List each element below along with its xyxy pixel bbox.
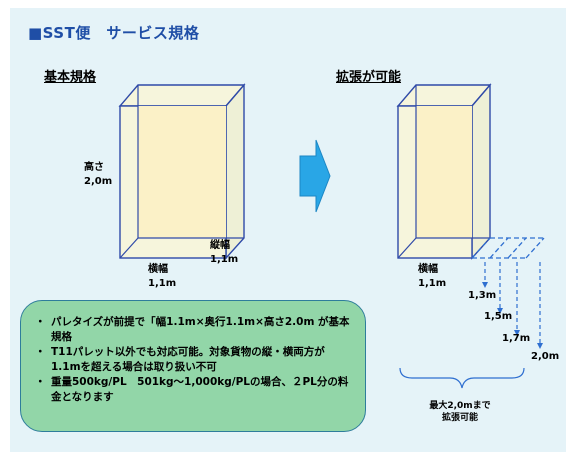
width-label: 横幅 xyxy=(148,264,168,275)
step-label-1: 1,3m xyxy=(468,290,497,301)
right-arrow-icon xyxy=(299,139,331,213)
max-note-line2: 拡張可能 xyxy=(441,412,478,423)
depth-value: 1,1m xyxy=(210,254,239,265)
max-note-line1: 最大2,0mまで xyxy=(429,401,491,411)
basic-spec-heading: 基本規格 xyxy=(44,70,97,85)
expansion-dashes xyxy=(471,237,545,259)
note-item-3: 重量500kg/PL 501kg～1,000kg/PLの場合、２PL分の料金とな… xyxy=(35,375,351,405)
note-item-1: パレタイズが前提で「幅1.1m×奥行1.1m×高さ2.0m が基本規格 xyxy=(35,315,351,345)
range-brace xyxy=(399,367,525,389)
step-label-3: 1,7m xyxy=(502,333,531,344)
depth-label: 縦幅 xyxy=(210,240,230,251)
step-label-2: 1,5m xyxy=(484,311,513,322)
height-label: 高さ xyxy=(84,162,104,173)
max-expansion-note: 最大2,0mまで 拡張可能 xyxy=(420,401,500,424)
expand-width-label: 横幅 xyxy=(418,264,438,275)
notes-box: パレタイズが前提で「幅1.1m×奥行1.1m×高さ2.0m が基本規格 T11パ… xyxy=(20,300,366,432)
expand-width-value: 1,1m xyxy=(418,278,447,289)
expansion-arrows xyxy=(484,262,541,343)
step-label-4: 2,0m xyxy=(531,351,560,362)
note-item-2: T11パレット以外でも対応可能。対象貨物の縦・横両方が1.1mを超える場合は取り… xyxy=(35,345,351,375)
arrow-heads xyxy=(482,282,543,349)
width-value: 1,1m xyxy=(148,278,177,289)
basic-box xyxy=(118,83,246,260)
expandable-box xyxy=(396,83,492,260)
expandable-heading: 拡張が可能 xyxy=(336,70,402,85)
height-value: 2,0m xyxy=(84,176,113,187)
page-title: ■SST便 サービス規格 xyxy=(28,24,200,42)
